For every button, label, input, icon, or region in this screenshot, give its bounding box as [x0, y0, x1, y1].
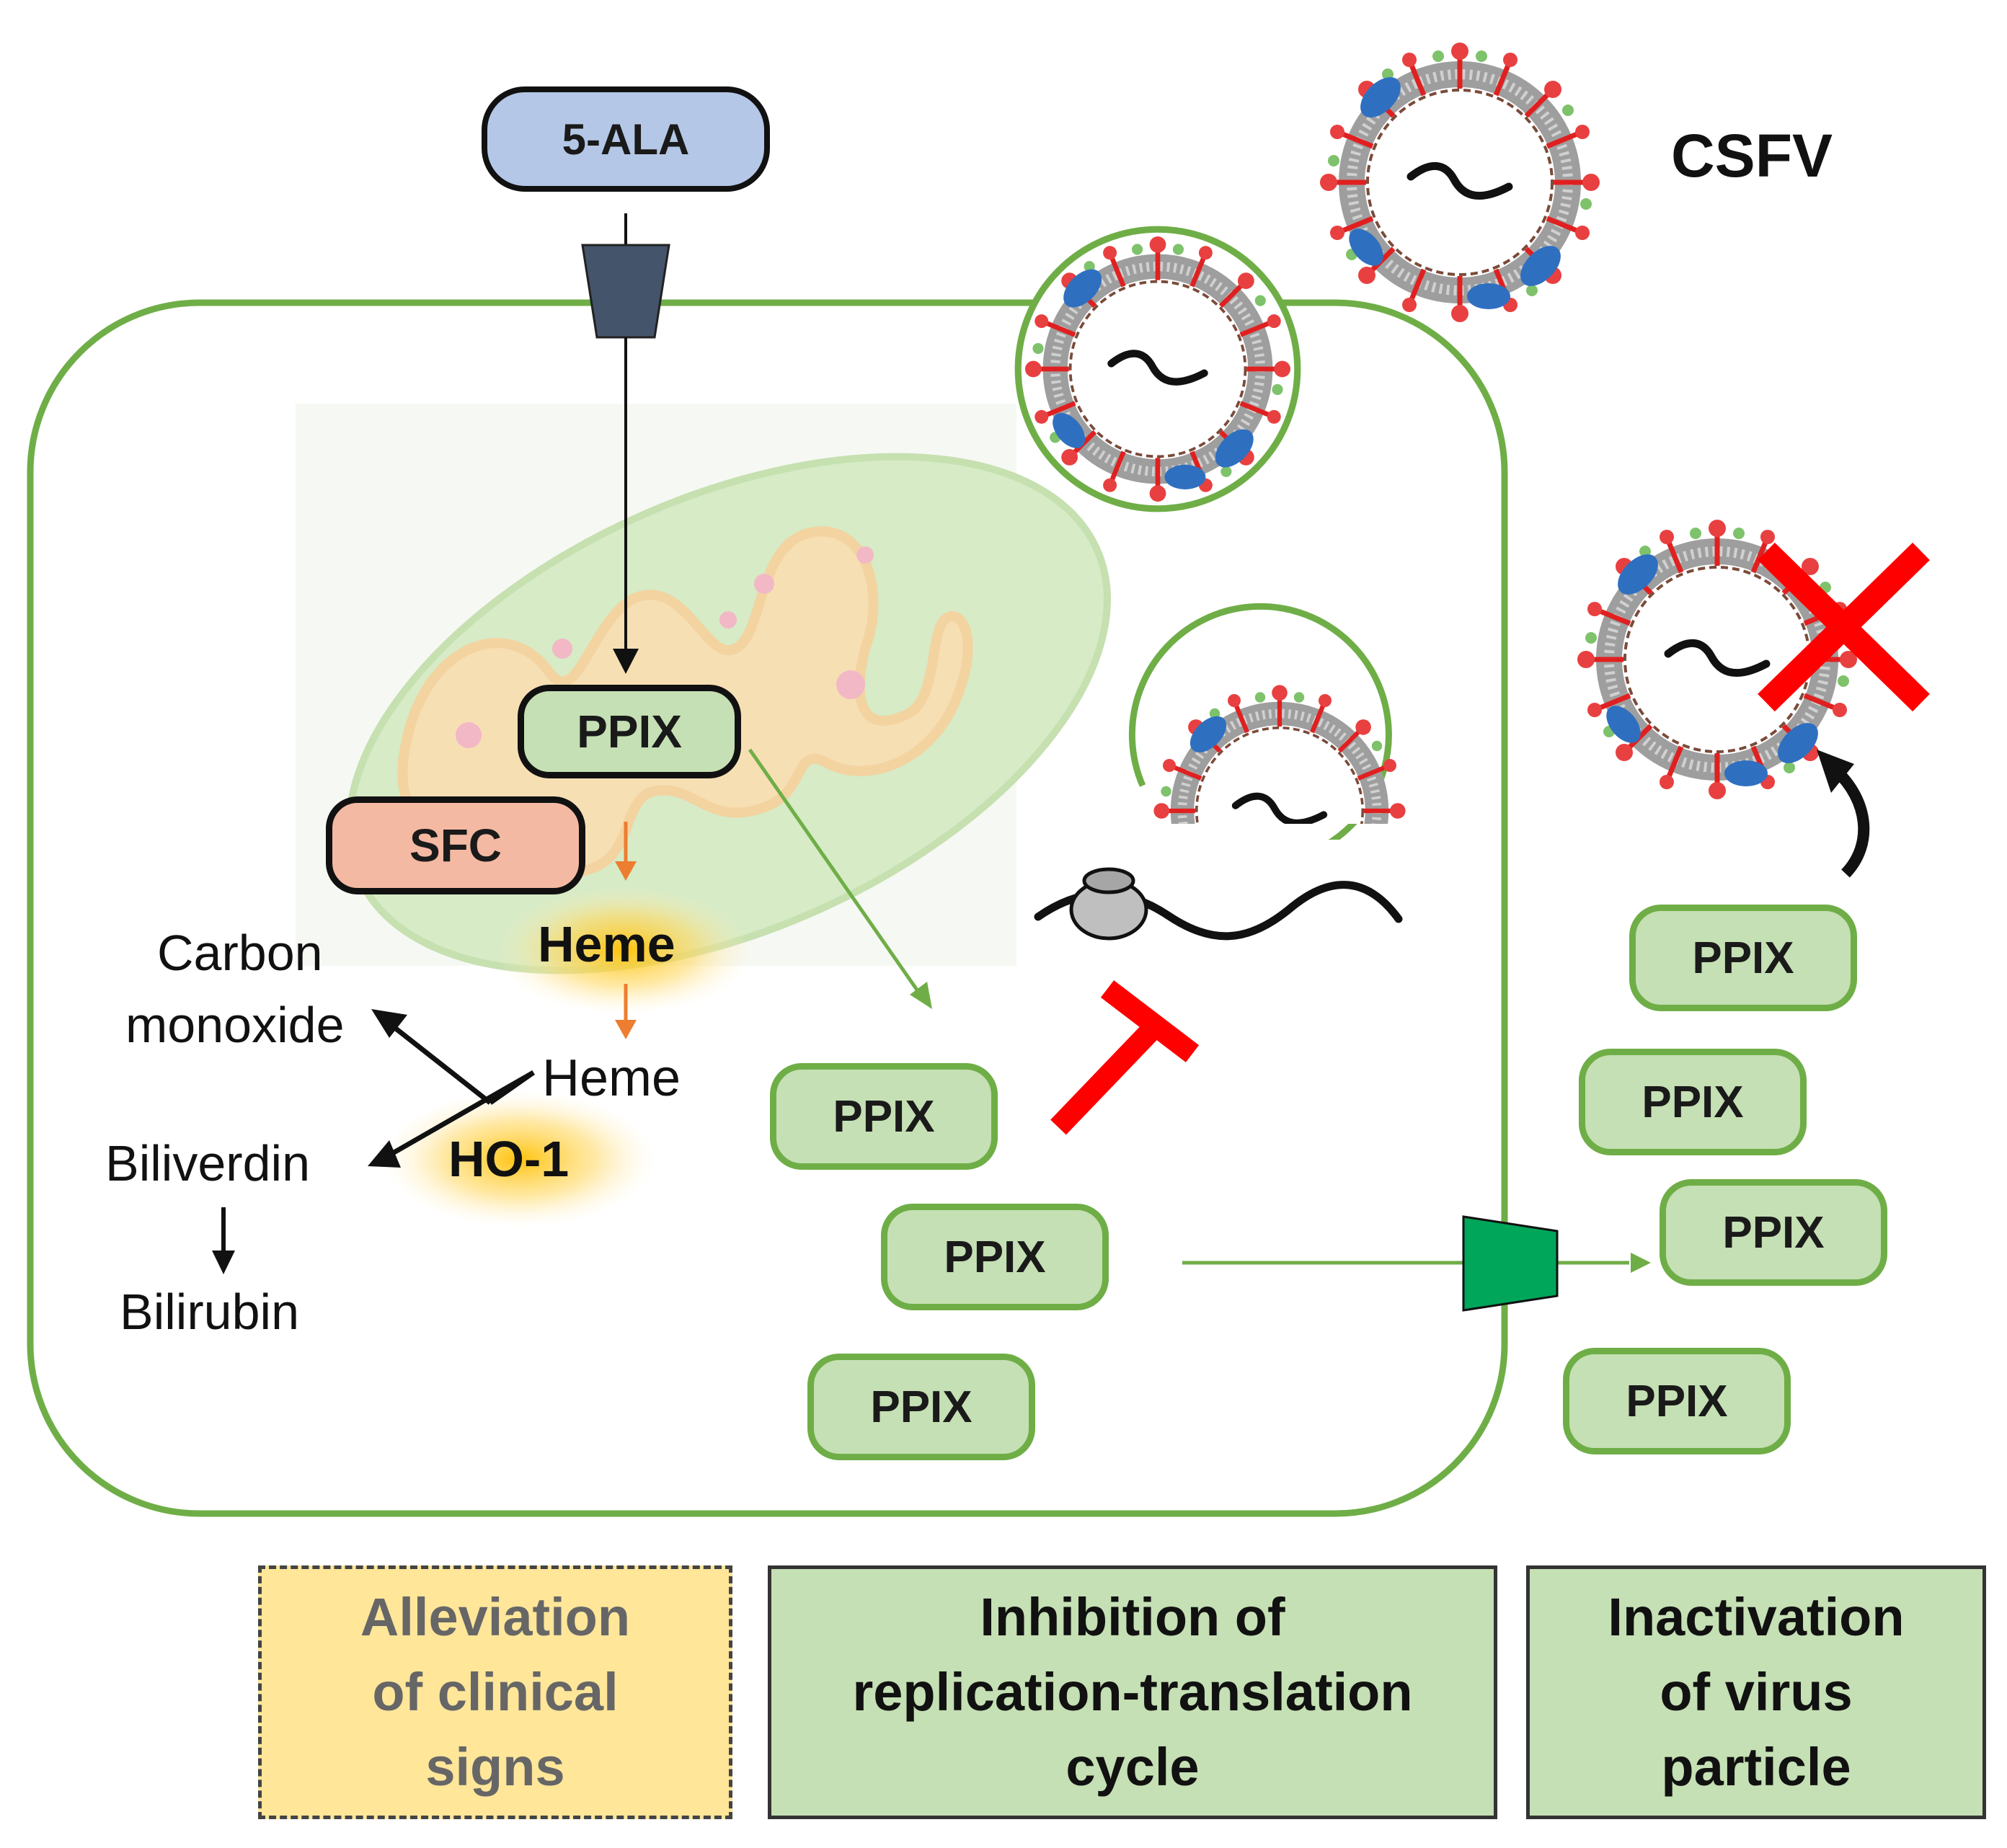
ppix-label: PPIX — [577, 706, 682, 758]
ho1-label: HO-1 — [448, 1131, 570, 1187]
sfc-label: SFC — [409, 819, 502, 871]
sfc-pill: SFC — [326, 796, 585, 894]
ppix-label: PPIX — [870, 1382, 973, 1432]
ppix-label: PPIX — [1626, 1376, 1728, 1426]
virus-label: CSFV — [1671, 122, 1833, 190]
outcome-line: cycle — [1065, 1737, 1200, 1797]
extra-ppix-pill: PPIX — [1579, 1049, 1807, 1155]
carbon-monoxide-line1: Carbon — [157, 925, 323, 981]
outcome-line: Inactivation — [1608, 1587, 1905, 1647]
cell-membrane — [27, 299, 1508, 1517]
biliverdin-label: Biliverdin — [105, 1135, 310, 1191]
heme-mito-label: Heme — [538, 916, 675, 972]
outcome-alleviation: Alleviation of clinical signs — [258, 1565, 732, 1819]
cyto-ppix-pill: PPIX — [807, 1354, 1035, 1460]
extra-ppix-pill: PPIX — [1660, 1179, 1887, 1286]
outcome-inhibition: Inhibition of replication-translation cy… — [768, 1565, 1497, 1819]
outcome-line: signs — [425, 1737, 565, 1797]
ppix-label: PPIX — [1692, 933, 1794, 983]
ala-pill: 5-ALA — [482, 86, 770, 192]
extra-ppix-pill: PPIX — [1563, 1348, 1791, 1454]
ppix-label: PPIX — [833, 1091, 935, 1142]
heme-cyto-label: Heme — [542, 1049, 681, 1107]
outcome-line: of clinical — [372, 1662, 619, 1722]
outcome-line: replication-translation — [852, 1662, 1413, 1722]
ppix-label: PPIX — [1722, 1207, 1825, 1258]
csfv-virion — [1320, 43, 1600, 322]
carbon-monoxide-line2: monoxide — [125, 997, 345, 1053]
virus-vesicle — [1128, 603, 1405, 869]
outcome-inactivation: Inactivation of virus particle — [1526, 1565, 1986, 1819]
outcome-line: of virus — [1660, 1662, 1853, 1722]
outcome-line: Alleviation — [360, 1587, 631, 1647]
ppix-label: PPIX — [1642, 1077, 1744, 1127]
cyto-ppix-pill: PPIX — [770, 1063, 998, 1170]
inactivation-cross — [1758, 542, 1930, 712]
ala-transporter — [581, 244, 670, 339]
extra-ppix-pill: PPIX — [1629, 905, 1857, 1011]
ppix-exporter — [1462, 1215, 1559, 1312]
cyto-ppix-pill: PPIX — [881, 1204, 1109, 1310]
outcome-line: particle — [1661, 1737, 1851, 1797]
bilirubin-label: Bilirubin — [120, 1284, 299, 1340]
ala-label: 5-ALA — [562, 115, 690, 164]
mito-ppix-pill: PPIX — [518, 685, 741, 778]
inhibition-symbol — [1050, 980, 1200, 1135]
ppix-label: PPIX — [944, 1232, 1046, 1282]
outcome-line: Inhibition of — [980, 1587, 1285, 1647]
